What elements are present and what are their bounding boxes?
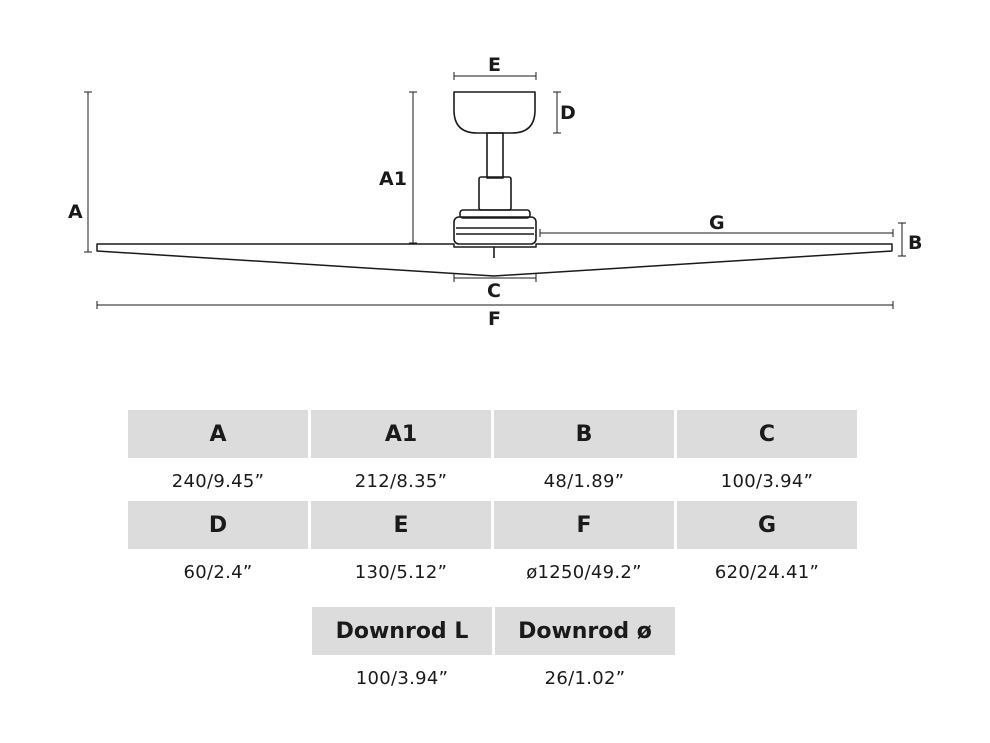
table-value-downrod-length: 100/3.94” — [355, 667, 449, 689]
table-header-downrod-diameter: Downrod ø — [495, 607, 675, 655]
table-value-downrod-diameter: 26/1.02” — [544, 667, 626, 689]
table-value-f: ø1250/49.2” — [526, 561, 642, 583]
table-value-b: 48/1.89” — [543, 470, 625, 492]
fan-dimension-diagram: A A1 E D G B C F — [68, 54, 922, 330]
dim-label-f: F — [488, 308, 501, 330]
table-value-a: 240/9.45” — [171, 470, 265, 492]
table-value-g: 620/24.41” — [714, 561, 820, 583]
table-value-e: 130/5.12” — [354, 561, 448, 583]
table-header-downrod-length: Downrod L — [312, 607, 492, 655]
table-value-d: 60/2.4” — [183, 561, 253, 583]
motor-cap-shape — [459, 209, 531, 219]
table-header-a1: A1 — [311, 410, 491, 458]
motor-housing-shape — [453, 216, 537, 245]
downrod-shape — [486, 132, 504, 179]
table-header-g: G — [677, 501, 857, 549]
dim-label-g: G — [709, 212, 725, 234]
dim-label-c: C — [487, 280, 501, 302]
dim-label-e: E — [488, 54, 501, 76]
table-value-c: 100/3.94” — [720, 470, 814, 492]
blade-shape — [96, 243, 893, 277]
dim-label-b: B — [908, 232, 922, 254]
table-header-b: B — [494, 410, 674, 458]
coupling-shape — [478, 176, 512, 211]
table-header-f: F — [494, 501, 674, 549]
dim-label-a1: A1 — [379, 168, 407, 190]
canopy-shape — [453, 91, 536, 134]
table-header-a: A — [128, 410, 308, 458]
table-header-c: C — [677, 410, 857, 458]
dim-label-d: D — [560, 102, 576, 124]
table-header-e: E — [311, 501, 491, 549]
table-header-d: D — [128, 501, 308, 549]
table-value-a1: 212/8.35” — [354, 470, 448, 492]
dim-label-a: A — [68, 201, 83, 223]
